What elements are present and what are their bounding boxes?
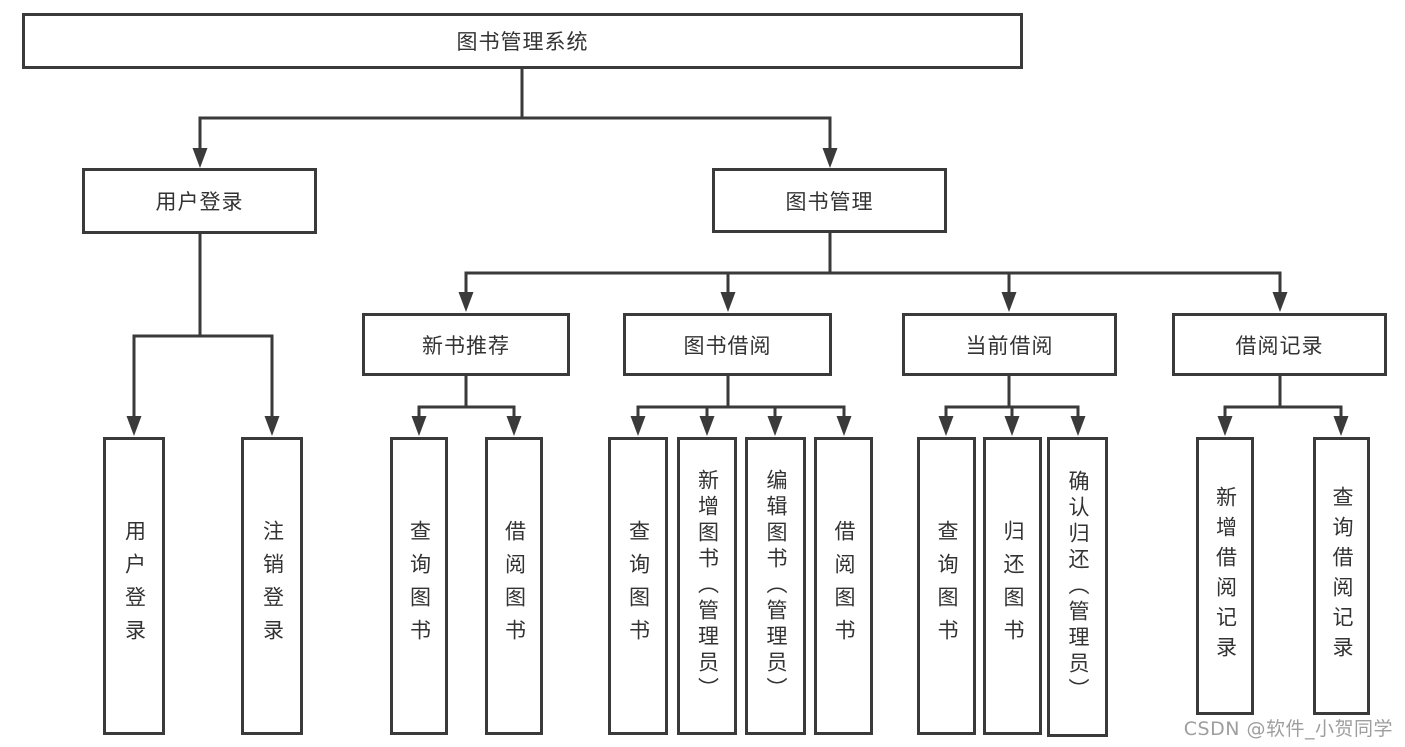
node-new-book-rec-label: 新书推荐 [422,333,510,358]
leaf-edit-book-admin-label: 编辑图书（管理员） [764,469,788,703]
leaf-add-borrow-record: 新增借阅记录 [1196,437,1254,715]
leaf-return-book: 归还图书 [983,437,1042,735]
leaf-add-book-admin-label: 新增图书（管理员） [695,469,720,703]
csdn-watermark: CSDN @软件_小贺同学 [1183,718,1393,740]
leaf-confirm-return-admin-label: 确认归还（管理员） [1066,470,1090,704]
node-borrow-record: 借阅记录 [1172,313,1387,376]
leaf-confirm-return-admin: 确认归还（管理员） [1047,437,1108,737]
leaf-edit-book-admin: 编辑图书（管理员） [745,437,806,735]
node-current-borrow-label: 当前借阅 [965,333,1054,358]
leaf-query-book-current-label: 查询图书 [935,520,959,652]
leaf-borrow-book-borrow-label: 借阅图书 [832,520,856,652]
node-user-login: 用户登录 [82,168,317,234]
leaf-add-borrow-record-label: 新增借阅记录 [1213,486,1238,666]
leaf-query-borrow-record: 查询借阅记录 [1313,437,1370,715]
node-book-borrow-label: 图书借阅 [683,333,772,358]
arrowheads [126,148,1349,436]
node-book-mgmt: 图书管理 [712,168,947,233]
leaf-user-login-label: 用户登录 [122,520,147,652]
leaf-borrow-book-rec-label: 借阅图书 [502,520,527,652]
node-book-mgmt-label: 图书管理 [785,189,874,214]
leaf-logout: 注销登录 [241,437,303,735]
leaf-query-book-rec: 查询图书 [390,437,448,735]
node-book-borrow: 图书借阅 [623,313,832,376]
leaf-query-book-current: 查询图书 [917,437,976,735]
leaf-borrow-book-borrow: 借阅图书 [814,437,873,735]
leaf-add-book-admin: 新增图书（管理员） [677,437,737,735]
leaf-query-book-rec-label: 查询图书 [407,520,432,652]
tree-edges [132,69,1343,418]
leaf-return-book-label: 归还图书 [1001,520,1025,652]
node-root: 图书管理系统 [22,13,1023,69]
node-root-label: 图书管理系统 [456,30,589,54]
node-borrow-record-label: 借阅记录 [1235,333,1324,358]
leaf-user-login: 用户登录 [103,437,165,735]
node-new-book-rec: 新书推荐 [362,313,570,376]
leaf-borrow-book-rec: 借阅图书 [485,437,543,735]
leaf-query-book-borrow: 查询图书 [608,437,668,735]
node-current-borrow: 当前借阅 [902,313,1117,376]
leaf-query-borrow-record-label: 查询借阅记录 [1330,486,1354,666]
node-user-login-label: 用户登录 [155,190,244,214]
leaf-logout-label: 注销登录 [260,520,285,652]
leaf-query-book-borrow-label: 查询图书 [626,520,651,652]
